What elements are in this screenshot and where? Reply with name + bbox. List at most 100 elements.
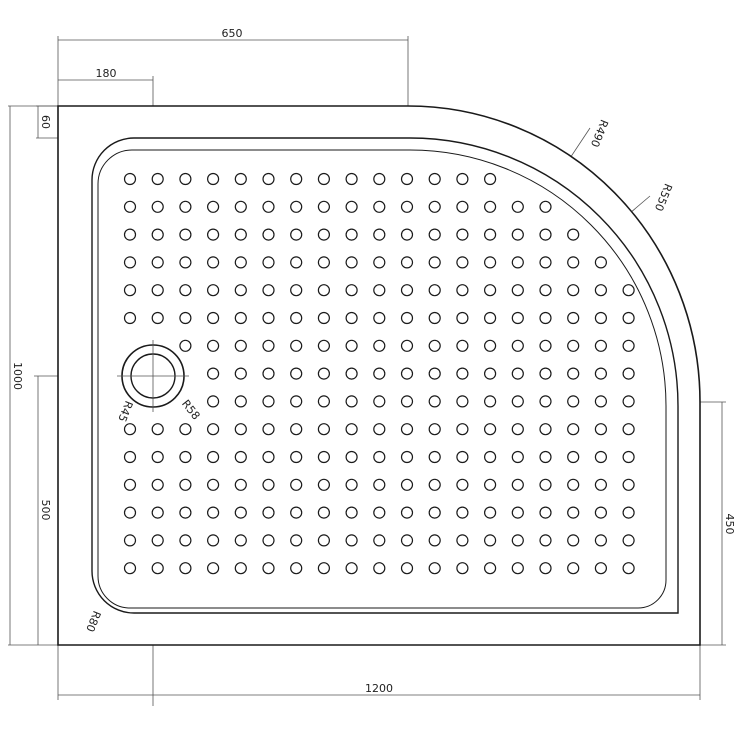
dim-text-450: 450	[723, 514, 736, 535]
anti-slip-dot	[400, 284, 414, 297]
anti-slip-dot	[179, 256, 192, 269]
anti-slip-dot	[456, 423, 469, 436]
anti-slip-dot	[428, 367, 441, 380]
anti-slip-dot	[594, 284, 608, 297]
anti-slip-dot	[262, 478, 275, 491]
anti-slip-dot	[484, 478, 497, 491]
anti-slip-dot	[262, 339, 275, 352]
anti-slip-dot	[400, 172, 414, 186]
anti-slip-dot	[234, 423, 247, 436]
anti-slip-dot	[622, 367, 635, 380]
anti-slip-dot	[428, 339, 441, 352]
anti-slip-dot	[123, 562, 137, 575]
dim-text-650: 650	[222, 27, 243, 40]
anti-slip-dot	[123, 506, 137, 519]
anti-slip-dot	[567, 506, 580, 519]
dim-text-500: 500	[39, 500, 52, 521]
anti-slip-dot	[262, 423, 275, 436]
anti-slip-dot	[511, 228, 524, 241]
anti-slip-dot	[290, 311, 303, 325]
anti-slip-dot	[484, 562, 497, 575]
anti-slip-dot	[456, 256, 469, 269]
anti-slip-dot	[567, 423, 580, 436]
anti-slip-dot	[123, 284, 137, 297]
anti-slip-dot	[207, 534, 220, 547]
anti-slip-dot	[317, 450, 330, 464]
anti-slip-dot	[345, 395, 358, 408]
anti-slip-dot	[317, 284, 330, 297]
anti-slip-dot	[400, 200, 414, 213]
anti-slip-dot	[373, 478, 386, 491]
anti-slip-dot	[373, 534, 386, 547]
anti-slip-dot	[539, 228, 552, 241]
anti-slip-dot	[484, 228, 497, 241]
anti-slip-dot	[400, 534, 414, 547]
anti-slip-dot	[373, 256, 386, 269]
anti-slip-dot	[400, 256, 414, 269]
anti-slip-dot	[207, 200, 220, 213]
anti-slip-dot	[428, 311, 441, 325]
anti-slip-dot	[262, 256, 275, 269]
anti-slip-dot	[234, 200, 247, 213]
anti-slip-dot	[511, 284, 524, 297]
anti-slip-dot	[345, 339, 358, 352]
anti-slip-dot	[151, 450, 164, 464]
anti-slip-dot	[290, 562, 303, 575]
anti-slip-dot	[594, 395, 608, 408]
anti-slip-dot	[151, 534, 164, 547]
anti-slip-dot	[400, 367, 414, 380]
anti-slip-dot	[290, 395, 303, 408]
anti-slip-dot	[622, 562, 635, 575]
anti-slip-dot	[345, 367, 358, 380]
anti-slip-dot	[400, 478, 414, 491]
anti-slip-dot	[456, 395, 469, 408]
anti-slip-dot	[511, 395, 524, 408]
anti-slip-dot	[179, 228, 192, 241]
anti-slip-dot	[511, 200, 524, 213]
anti-slip-dot	[539, 450, 552, 464]
anti-slip-dot	[262, 395, 275, 408]
anti-slip-dot	[400, 506, 414, 519]
anti-slip-dot	[317, 200, 330, 213]
anti-slip-dot	[511, 534, 524, 547]
anti-slip-dot	[179, 534, 192, 547]
dim-text-1000: 1000	[11, 362, 24, 390]
anti-slip-dot	[622, 478, 635, 491]
anti-slip-dot	[234, 395, 247, 408]
anti-slip-dot	[179, 450, 192, 464]
anti-slip-dot	[456, 534, 469, 547]
anti-slip-dot	[373, 172, 386, 186]
anti-slip-dot	[622, 311, 635, 325]
anti-slip-dot	[345, 423, 358, 436]
radius-text-r550: R550	[652, 182, 675, 213]
anti-slip-dot	[428, 450, 441, 464]
anti-slip-dot	[234, 339, 247, 352]
anti-slip-dot	[179, 200, 192, 213]
anti-slip-dot	[428, 478, 441, 491]
anti-slip-dot	[373, 506, 386, 519]
anti-slip-dot	[317, 172, 330, 186]
anti-slip-dot	[484, 311, 497, 325]
anti-slip-dot	[400, 395, 414, 408]
anti-slip-dot	[594, 256, 608, 269]
anti-slip-dot	[567, 284, 580, 297]
anti-slip-dot	[317, 478, 330, 491]
anti-slip-dot	[207, 450, 220, 464]
anti-slip-dot	[428, 562, 441, 575]
anti-slip-dot	[567, 450, 580, 464]
anti-slip-dot	[234, 562, 247, 575]
anti-slip-dot	[290, 534, 303, 547]
anti-slip-dot	[511, 562, 524, 575]
anti-slip-dot	[456, 339, 469, 352]
anti-slip-dot	[484, 172, 497, 186]
anti-slip-dot	[234, 284, 247, 297]
anti-slip-dot	[400, 228, 414, 241]
anti-slip-dot	[207, 478, 220, 491]
anti-slip-dot	[207, 367, 220, 380]
anti-slip-dot	[594, 478, 608, 491]
anti-slip-dot	[484, 506, 497, 519]
anti-slip-dot	[123, 450, 137, 464]
anti-slip-dot	[539, 562, 552, 575]
anti-slip-dot	[400, 450, 414, 464]
anti-slip-dot	[290, 367, 303, 380]
